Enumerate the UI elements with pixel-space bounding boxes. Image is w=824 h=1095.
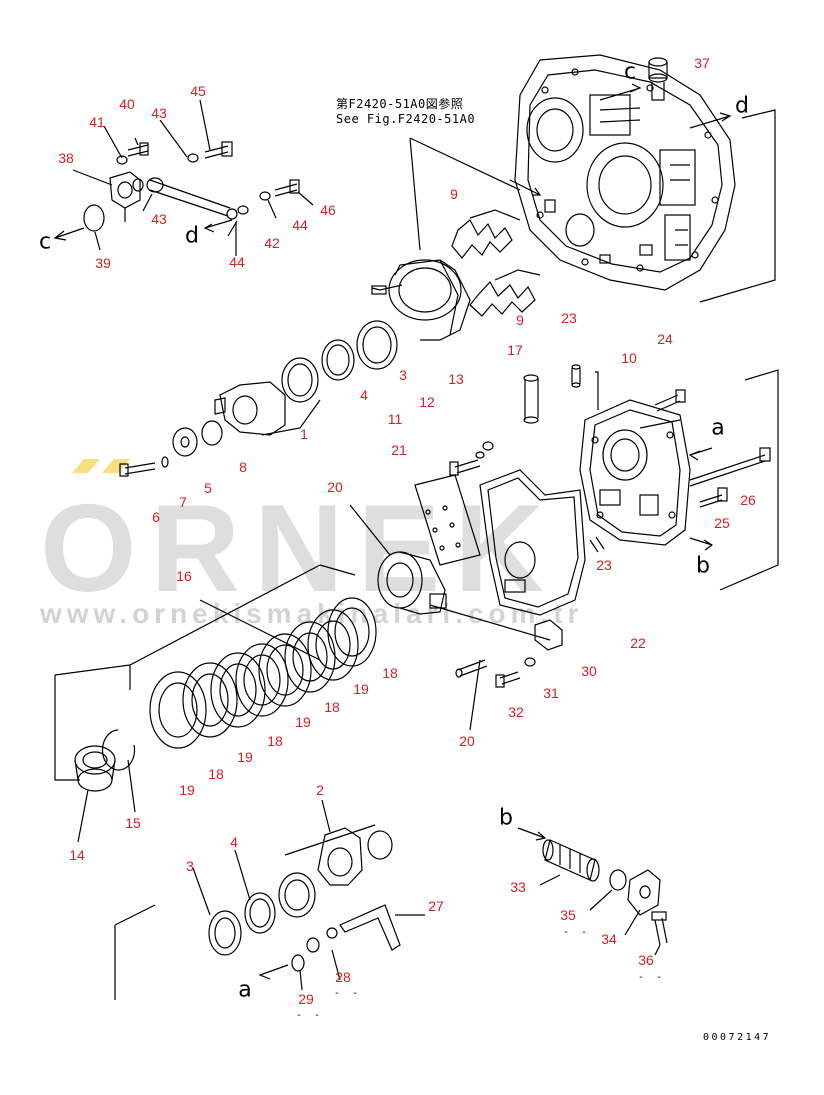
part-number: 26 (740, 492, 756, 508)
part-number: 14 (69, 847, 85, 863)
part-number: 30 (581, 663, 597, 679)
part-number: 41 (89, 114, 105, 130)
part-number: 34 (601, 931, 617, 947)
part-number: 19 (295, 714, 311, 730)
part-number: 4 (360, 387, 368, 403)
part-number: 18 (382, 665, 398, 681)
part-number: 40 (119, 96, 135, 112)
part-number: 21 (391, 442, 407, 458)
part-number: 44 (292, 217, 308, 233)
part-number: 22 (630, 635, 646, 651)
plug-37 (648, 57, 668, 101)
part-number: 35 (560, 907, 576, 923)
part-number: 38 (58, 150, 74, 166)
part-number: 45 (190, 83, 206, 99)
part-number: 27 (428, 898, 444, 914)
bearing-14 (74, 745, 116, 792)
part-number: 1 (300, 426, 308, 442)
part-number: 43 (151, 211, 167, 227)
part-number: 20 (327, 479, 343, 495)
reference-note-en: See Fig.F2420-51A0 (336, 112, 476, 126)
drawing-code: 00072147 (703, 1032, 772, 1043)
part-number: 43 (151, 105, 167, 121)
lower-group (208, 827, 393, 956)
watermark-brand: ORNEK (40, 480, 558, 618)
part-number: 39 (95, 255, 111, 271)
part-number: 18 (324, 699, 340, 715)
part-number: 10 (621, 350, 637, 366)
part-number: 2 (316, 782, 324, 798)
part-number: 13 (448, 371, 464, 387)
part-number: 19 (179, 782, 195, 798)
part-number: 5 (204, 480, 212, 496)
part-number: 42 (264, 235, 280, 251)
letter-d: d (185, 223, 199, 249)
part-number: 17 (507, 342, 523, 358)
transmission-case (514, 54, 736, 291)
part-number: 25 (714, 515, 730, 531)
part-number: 6 (152, 509, 160, 525)
part-number: 4 (230, 834, 238, 850)
shims-9 (451, 219, 536, 317)
gasket-22 (479, 469, 586, 616)
housing-20 (377, 551, 447, 615)
letter-b: b (696, 553, 710, 579)
part-number: 36 (638, 952, 654, 968)
part-number: 31 (543, 685, 559, 701)
part-number: 24 (657, 331, 673, 347)
part-number: 18 (208, 766, 224, 782)
housing-1 (214, 381, 286, 436)
part-number: 11 (387, 411, 403, 427)
part-number: 7 (179, 494, 187, 510)
part-number: 8 (239, 459, 247, 475)
dash-mark: - - (638, 972, 666, 983)
letter-a: a (711, 415, 725, 441)
linkage (109, 141, 300, 222)
reference-note-jp: 第F2420-51A0図参照 (336, 97, 464, 111)
part-number: 12 (419, 394, 435, 410)
part-number: 9 (450, 186, 458, 202)
part-number: 37 (694, 55, 710, 71)
part-number: 46 (320, 202, 336, 218)
part-number: 28 (335, 969, 351, 985)
dash-mark: - - (334, 988, 362, 999)
part-number: 9 (516, 312, 524, 328)
dash-mark: - - (296, 1010, 324, 1021)
letter-d: d (735, 93, 749, 119)
reference-note: 第F2420-51A0図参照 See Fig.F2420-51A0 (336, 97, 475, 127)
letter-b: b (499, 805, 513, 831)
letter-c: c (623, 59, 637, 85)
clutch-pack (149, 597, 377, 749)
cover-10 (579, 399, 691, 546)
part-number: 29 (298, 991, 314, 1007)
watermark-accent (72, 458, 152, 473)
part-number: 19 (237, 749, 253, 765)
dash-mark: - - (563, 927, 591, 938)
part-number: 19 (353, 681, 369, 697)
part-number: 32 (508, 704, 524, 720)
strainer-group (542, 839, 668, 946)
part-number: 23 (596, 557, 612, 573)
part-number: 15 (125, 815, 141, 831)
letter-c: c (38, 229, 52, 255)
part-number: 18 (267, 733, 283, 749)
watermark-url: www.ornekismakinalari.com.tr (40, 598, 584, 629)
part-number: 23 (561, 310, 577, 326)
letter-a: a (238, 977, 252, 1003)
part-number: 33 (510, 879, 526, 895)
cover-upper (371, 259, 471, 341)
part-number: 3 (186, 858, 194, 874)
part-number: 16 (176, 568, 192, 584)
part-number: 20 (459, 733, 475, 749)
part-number: 3 (399, 367, 407, 383)
part-number: 44 (229, 254, 245, 270)
